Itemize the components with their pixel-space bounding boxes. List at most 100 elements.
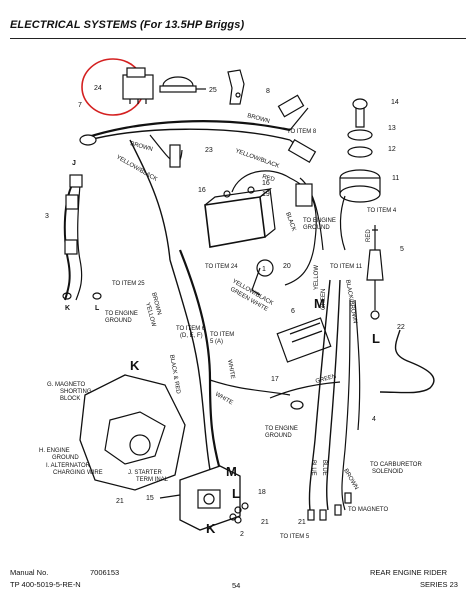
harness-item-7 <box>84 120 291 140</box>
label-red-right: RED <box>366 229 372 242</box>
callout-14: 14 <box>391 99 399 106</box>
label-brown-mid: BROWN <box>150 292 162 316</box>
callout-12: 12 <box>388 146 396 153</box>
alarm-item-25 <box>162 76 194 87</box>
label-to-item-8: TO ITEM 8 <box>287 129 317 135</box>
callout-25: 25 <box>209 87 217 94</box>
callout-21c: 21 <box>298 519 306 526</box>
label-to-item-5: TO ITEM 5 <box>280 534 310 540</box>
label-to-item-11: TO ITEM 11 <box>330 264 363 270</box>
footer-series-no: 23 <box>449 580 458 589</box>
battery <box>204 196 266 248</box>
label-white-2: WHITE <box>214 392 234 407</box>
letter-K3: K <box>206 521 216 536</box>
label-to-engine-ground-2b: GROUND <box>105 318 132 324</box>
battery-callout-1 <box>256 259 274 277</box>
engine <box>79 374 186 491</box>
callout-8: 8 <box>266 88 270 95</box>
label-to-item-5a: TO ITEM <box>210 332 234 338</box>
label-to-item-24: TO ITEM 24 <box>205 264 238 270</box>
callout-19: 19 <box>262 191 270 198</box>
label-blue-2: BLUE <box>321 460 327 476</box>
footer-series: SERIES 23 <box>420 580 458 589</box>
footer-series-label: SERIES <box>420 580 448 589</box>
label-blue-1: BLUE <box>310 460 316 476</box>
label-to-engine-ground-2: TO ENGINE <box>105 311 138 317</box>
letter-L3: L <box>232 486 240 501</box>
callout-7: 7 <box>78 102 82 109</box>
label-brown-top: BROWN <box>246 113 270 125</box>
callout-20: 20 <box>283 263 291 270</box>
callout-23: 23 <box>205 147 213 154</box>
label-to-engine-ground-1b: GROUND <box>303 225 330 231</box>
callout-18: 18 <box>258 489 266 496</box>
label-to-engine-ground-1: TO ENGINE <box>303 218 336 224</box>
label-green-vert: GREEN <box>321 289 327 310</box>
callout-21b: 21 <box>261 519 269 526</box>
label-to-engine-ground-3b: GROUND <box>265 433 292 439</box>
letter-K: K <box>65 305 70 312</box>
callout-3: 3 <box>45 213 49 220</box>
title-rule <box>10 38 466 39</box>
label-yellow-black-top: YELLOW/BLACK <box>234 148 280 169</box>
letter-M2: M <box>314 296 325 311</box>
footer-manual-no: 7006153 <box>90 568 120 577</box>
label-black-red: BLACK & RED <box>168 354 181 395</box>
callout-13: 13 <box>388 125 396 132</box>
label-g-magneto: G. MAGNETO <box>47 382 86 388</box>
label-brown-bottom: BROWN <box>342 468 359 491</box>
label-brown-left: BROWN <box>129 141 153 153</box>
label-green-mid: GREEN <box>315 374 337 385</box>
letter-L: L <box>95 305 100 312</box>
letter-M: M <box>226 464 237 479</box>
label-g-block: BLOCK <box>60 396 80 402</box>
label-to-carburetor: TO CARBURETOR <box>370 462 422 468</box>
letter-K2: K <box>130 358 140 373</box>
letter-J: J <box>72 160 76 167</box>
callout-21: 21 <box>116 498 124 505</box>
label-red-top: RED <box>261 174 275 183</box>
label-to-item-25: TO ITEM 25 <box>112 281 145 287</box>
relay-item-24 <box>122 74 154 100</box>
label-item-6-sub: (D, E, F) <box>180 333 203 339</box>
letter-L2: L <box>372 331 380 346</box>
footer-tp: TP 400-5019-5-RE-N <box>10 580 81 589</box>
label-solenoid: SOLENOID <box>372 469 404 475</box>
callout-5: 5 <box>400 246 404 253</box>
label-white-1: WHITE <box>226 359 235 379</box>
callout-1: 1 <box>262 266 266 273</box>
callout-16b: 16 <box>262 180 270 187</box>
footer-product: REAR ENGINE RIDER <box>370 568 448 577</box>
label-i-charging: CHARGING WIRE <box>53 470 103 476</box>
bracket-item-8 <box>227 69 245 105</box>
page-title: ELECTRICAL SYSTEMS (For 13.5HP Briggs) <box>10 19 245 31</box>
callout-11: 11 <box>392 175 399 182</box>
nut-item-12 <box>347 146 373 158</box>
label-to-item-6: TO ITEM 6 <box>176 326 206 332</box>
callout-6: 6 <box>291 308 295 315</box>
callout-16: 16 <box>198 187 206 194</box>
connector-item-6 <box>276 317 332 363</box>
callout-22: 22 <box>397 324 405 331</box>
callout-24: 24 <box>94 85 102 92</box>
callout-2: 2 <box>240 531 244 538</box>
label-j-terminal: TERM INAL <box>136 477 169 483</box>
callout-15: 15 <box>146 495 154 502</box>
label-j-starter: J. STARTER <box>128 470 162 476</box>
label-yellow-black-left: YELLOW/BLACK <box>115 155 158 183</box>
label-to-item-4: TO ITEM 4 <box>367 208 397 214</box>
callout-17: 17 <box>271 376 279 383</box>
harness-item-17 <box>178 249 222 471</box>
label-to-item-5b: 5 (A) <box>210 339 223 345</box>
label-h-engine: H. ENGINE <box>39 448 70 454</box>
label-g-shorting: SHORTING <box>60 389 92 395</box>
label-to-engine-ground-3: TO ENGINE <box>265 426 298 432</box>
label-to-magneto: TO MAGNETO <box>348 507 388 513</box>
label-h-ground: GROUND <box>52 455 79 461</box>
label-i-alternator: I. ALTERNATOR <box>46 463 91 469</box>
ground-strap-item-22 <box>379 329 435 394</box>
footer-manual-label: Manual No. <box>10 568 49 577</box>
socket-item-5 <box>366 249 384 281</box>
footer-page-number: 54 <box>232 581 241 590</box>
